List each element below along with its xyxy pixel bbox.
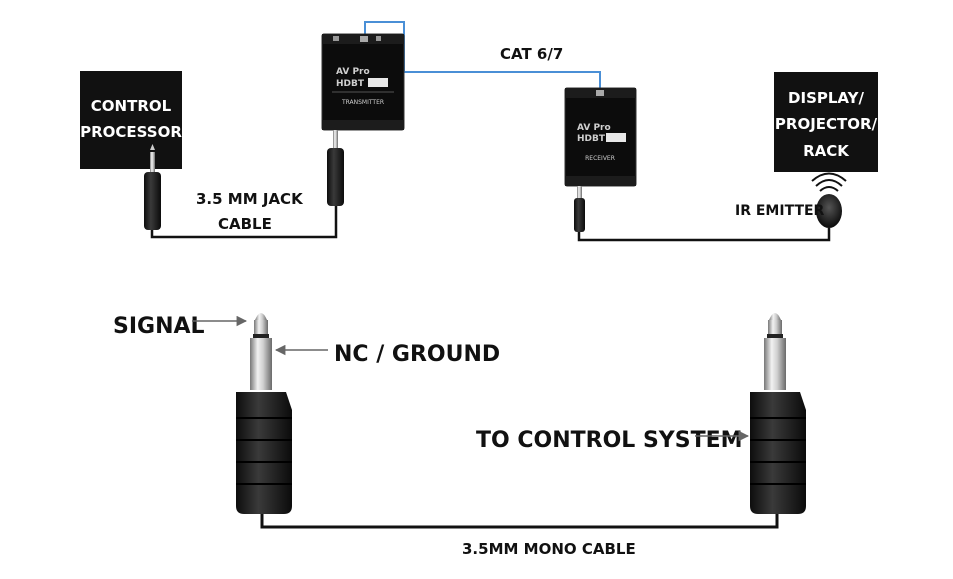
transmitter-label: TRANSMITTER	[341, 99, 384, 106]
nc-ground-label: NC / GROUND	[334, 342, 500, 367]
jack-cable-label-1: 3.5 MM JACK	[196, 190, 304, 208]
display-projector-rack-box: DISPLAY/ PROJECTOR/ RACK	[774, 72, 878, 172]
display-box-line-1: DISPLAY/	[788, 89, 864, 107]
receiver-brand: AV Pro	[577, 123, 611, 133]
mono-cable	[260, 514, 779, 529]
jack-cable-label-2: CABLE	[218, 215, 272, 233]
control-processor-box: CONTROL PROCESSOR	[80, 71, 182, 169]
receiver-jack-plug	[574, 186, 585, 232]
ir-emitter	[811, 172, 847, 228]
ir-emitter-label: IR EMITTER	[735, 203, 825, 219]
mono-cable-label: 3.5MM MONO CABLE	[462, 540, 636, 558]
receiver-label: RECEIVER	[585, 155, 615, 162]
display-box-line-2: PROJECTOR/	[775, 115, 878, 133]
control-jack-plug	[144, 144, 161, 230]
control-box-line-1: CONTROL	[91, 97, 172, 115]
hdbt-receiver: AV Pro HDBT RECEIVER	[564, 87, 637, 187]
transmitter-jack-plug	[327, 130, 344, 206]
hdbt-transmitter: AV Pro HDBT TRANSMITTER	[321, 33, 405, 131]
left-mono-plug	[236, 313, 292, 514]
receiver-logo: HDBT	[577, 134, 606, 144]
display-box-line-3: RACK	[803, 142, 850, 160]
transmitter-brand: AV Pro	[336, 67, 370, 77]
control-box-line-2: PROCESSOR	[80, 123, 182, 141]
signal-label: SIGNAL	[113, 314, 205, 339]
ir-cable-top	[577, 228, 831, 242]
to-control-system-label: TO CONTROL SYSTEM	[476, 428, 743, 453]
jack-cable-top	[150, 206, 338, 239]
transmitter-logo: HDBT	[336, 79, 365, 89]
cat-label: CAT 6/7	[500, 45, 563, 63]
right-mono-plug	[750, 313, 806, 514]
